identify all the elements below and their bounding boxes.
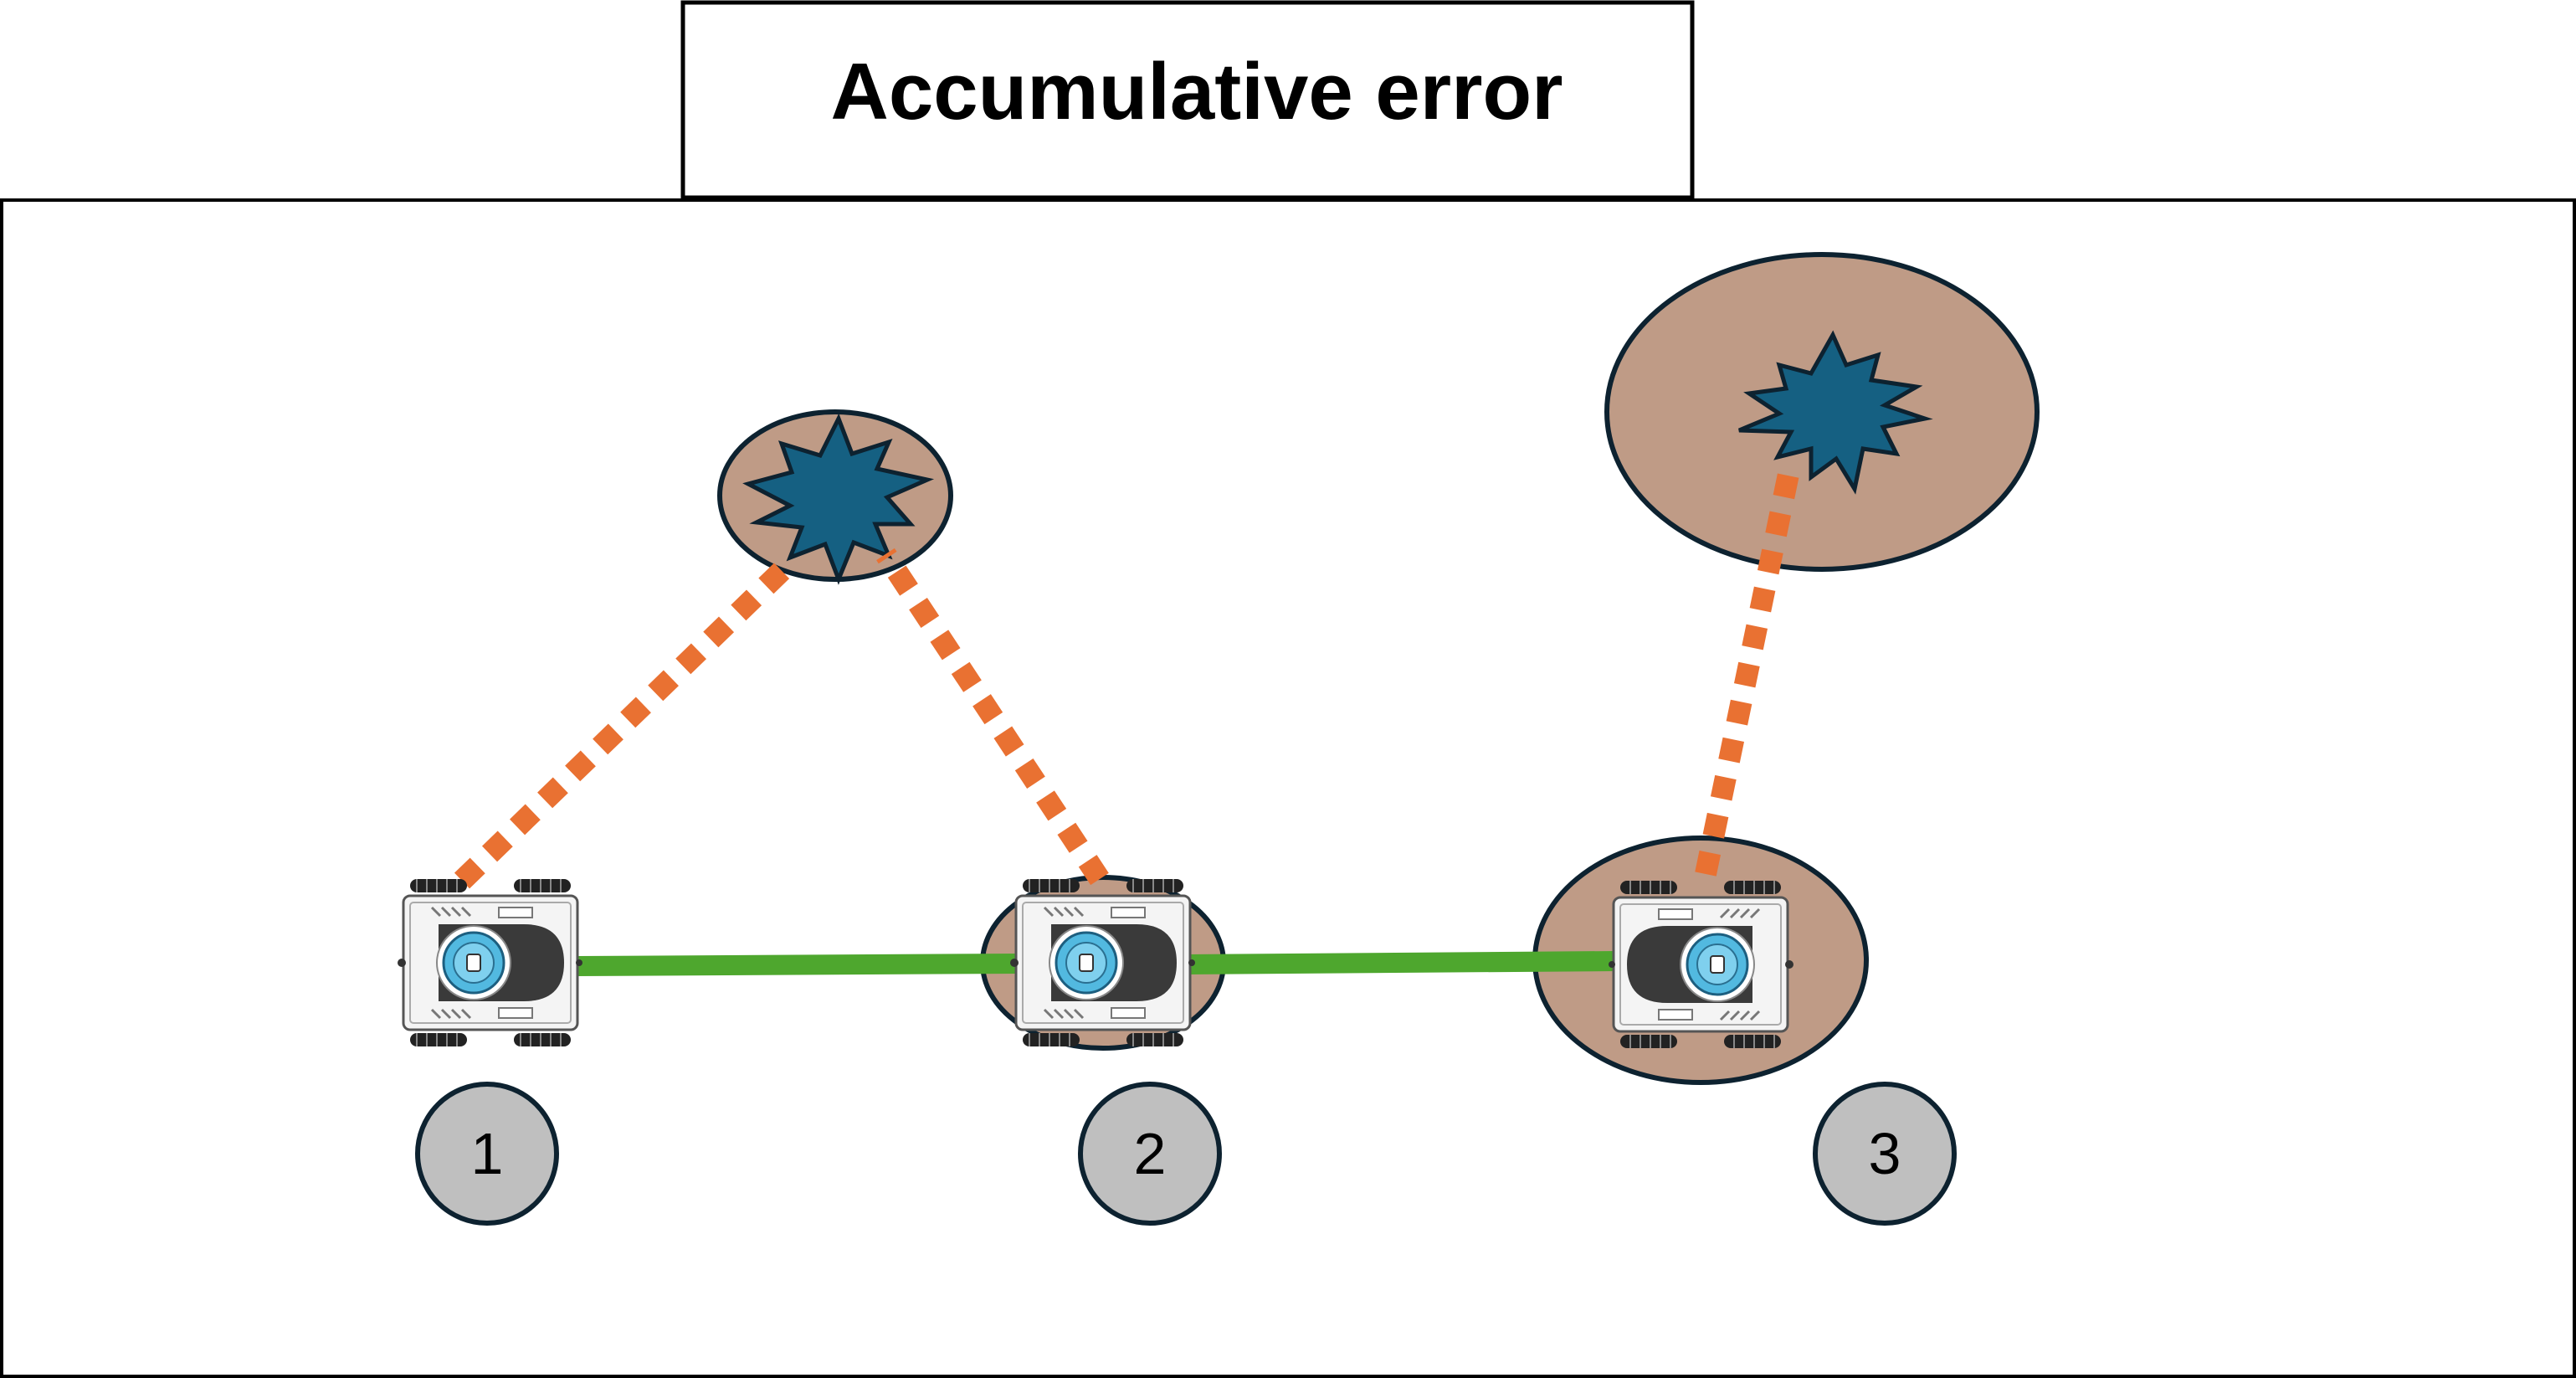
diagram-frame <box>0 198 2576 1378</box>
title-border <box>680 0 1695 200</box>
landmark-star-icon <box>1738 330 1933 495</box>
pose-marker-circle <box>1078 1082 1222 1226</box>
robot-icon <box>396 877 584 1048</box>
pose-marker-circle <box>1813 1082 1957 1226</box>
pose-label: 3 <box>1869 1121 1901 1186</box>
robot-icon <box>1008 877 1197 1048</box>
pose-label: 1 <box>471 1121 504 1186</box>
title-box: Accumulative error <box>680 0 1695 200</box>
pose-marker-circle <box>415 1082 559 1226</box>
pose-marker-3: 3 <box>1813 1082 1957 1226</box>
landmark-star-icon <box>742 413 935 585</box>
robot-icon <box>1607 879 1795 1050</box>
pose-marker-1: 1 <box>415 1082 559 1226</box>
diagram-title: Accumulative error <box>830 47 1563 136</box>
pose-label: 2 <box>1134 1121 1167 1186</box>
observation-edge-pose3-landmark2 <box>1695 460 1802 877</box>
pose-marker-2: 2 <box>1078 1082 1222 1226</box>
odometry-edge-1-2 <box>577 954 1020 976</box>
odometry-edge-2-3 <box>1186 951 1616 974</box>
observation-edge-pose2-landmark1 <box>876 548 1109 886</box>
